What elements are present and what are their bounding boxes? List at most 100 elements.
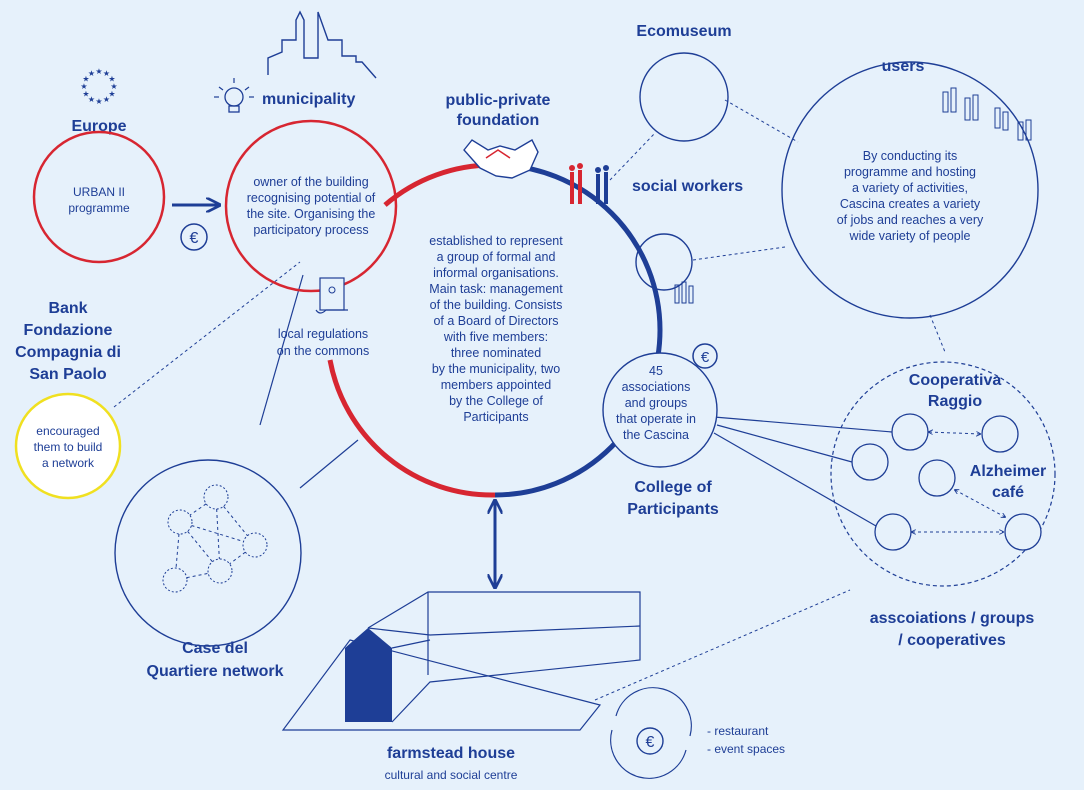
users-text-4: Cascina creates a variety [840, 197, 981, 211]
users-title: users [882, 58, 925, 75]
cooperativa-title-2: Raggio [928, 393, 982, 410]
alzheimer-title-1: Alzheimer [970, 463, 1046, 480]
foundation-description: established to represent a group of forma… [429, 234, 563, 424]
eu-star: ★ [95, 97, 102, 106]
foundation-text-line: with five members: [443, 330, 548, 344]
eu-star: ★ [88, 95, 95, 104]
municipality-text-4: participatory process [253, 223, 368, 237]
foundation-text-line: established to represent [429, 234, 563, 248]
users-text-2: programme and hosting [844, 165, 976, 179]
foundation-text-line: of a Board of Directors [433, 314, 558, 328]
town-skyline-icon [267, 10, 377, 79]
eu-star: ★ [82, 90, 89, 99]
ecomuseum-circle [639, 52, 729, 142]
people-outline-icon [674, 281, 694, 304]
individuals-circle [635, 233, 693, 291]
bank-title-4: San Paolo [29, 366, 107, 383]
users-circle [781, 61, 1039, 319]
bank-circle [14, 392, 122, 500]
foundation-text-line: a group of formal and [437, 250, 556, 264]
foundation-text-line: Main task: management [429, 282, 563, 296]
scroll-document-icon [315, 277, 348, 314]
network-nodes-icon [162, 484, 268, 593]
college-text-5: the Cascina [623, 428, 689, 442]
bank-title-1: Bank [48, 300, 87, 317]
revenue-item-1: - restaurant [707, 724, 769, 738]
eu-star: ★ [110, 82, 117, 91]
users-text-3: a variety of activities, [852, 181, 968, 195]
connector-lines [113, 99, 1005, 701]
municipality-circle [224, 119, 398, 293]
foundation-title-1: public-private [446, 92, 551, 109]
municipality-text-3: the site. Organising the [247, 207, 376, 221]
euro-coin-icon: € [180, 223, 208, 251]
associations-title-1: asscoiations / groups [870, 610, 1035, 627]
bank-title-2: Fondazione [24, 322, 113, 339]
bank-text-1: encouraged [36, 424, 99, 438]
social-workers-title: social workers [632, 178, 743, 195]
svg-text:€: € [701, 349, 710, 366]
case-network-title-2: Quartiere network [147, 663, 284, 680]
foundation-text-line: three nominated [451, 346, 541, 360]
revenue-cycle-icon: € [610, 687, 692, 779]
users-text-6: wide variety of people [849, 229, 971, 243]
college-title-2: Participants [627, 501, 719, 518]
europe-title: Europe [71, 118, 126, 135]
farmstead-building-icon [281, 591, 641, 731]
revenue-item-2: - event spaces [707, 742, 785, 756]
svg-text:€: € [646, 734, 655, 751]
svg-text:€: € [190, 230, 199, 247]
associations-title-2: / cooperatives [898, 632, 1006, 649]
college-circle [602, 352, 718, 468]
eu-star: ★ [103, 95, 110, 104]
college-text-4: that operate in [616, 412, 696, 426]
farmstead-subtitle: cultural and social centre [385, 768, 518, 782]
eu-star: ★ [103, 69, 110, 78]
college-text-2: associations [622, 380, 691, 394]
eu-star: ★ [108, 90, 115, 99]
college-text-1: 45 [649, 364, 663, 378]
foundation-text-line: by the municipality, two [432, 362, 560, 376]
ecomuseum-title: Ecomuseum [636, 23, 731, 40]
people-group-icon [569, 163, 609, 204]
foundation-text-line: Participants [463, 410, 528, 424]
eu-star: ★ [95, 67, 102, 76]
municipality-text-2: recognising potential of [247, 191, 376, 205]
municipality-text-1: owner of the building [253, 175, 368, 189]
regulations-text-1: local regulations [278, 327, 368, 341]
foundation-text-line: members appointed [441, 378, 552, 392]
eu-star: ★ [88, 69, 95, 78]
bank-text-2: them to build [34, 440, 103, 454]
crowd-icon [942, 87, 1032, 141]
cooperativa-title-1: Cooperativa [909, 372, 1002, 389]
europe-programme-line-1: URBAN II [73, 185, 125, 199]
alzheimer-title-2: café [992, 484, 1024, 501]
municipality-title: municipality [262, 91, 355, 108]
foundation-text-line: by the College of [449, 394, 543, 408]
europe-programme-line-2: programme [68, 201, 130, 215]
lightbulb-icon [214, 78, 254, 113]
foundation-text-line: of the building. Consists [430, 298, 563, 312]
eu-stars-icon: ★★★★★★★★★★★★ [80, 67, 117, 106]
eu-star: ★ [82, 75, 89, 84]
bank-title-3: Compagnia di [15, 344, 121, 361]
users-text-1: By conducting its [863, 149, 958, 163]
eu-star: ★ [80, 82, 87, 91]
europe-circle [32, 130, 166, 264]
farmstead-title: farmstead house [387, 745, 515, 762]
users-text-5: of jobs and reaches a very [837, 213, 984, 227]
case-network-circle [114, 459, 302, 647]
foundation-text-line: informal organisations. [433, 266, 559, 280]
college-title-1: College of [634, 479, 712, 496]
bank-text-3: a network [42, 456, 95, 470]
group-nodes [851, 413, 1042, 551]
associations-cluster-circle [830, 361, 1056, 587]
euro-coin-icon: € [692, 343, 718, 369]
college-text-3: and groups [625, 396, 688, 410]
eu-star: ★ [108, 75, 115, 84]
regulations-text-2: on the commons [277, 344, 369, 358]
foundation-title-2: foundation [457, 112, 540, 129]
handshake-icon [463, 139, 539, 179]
case-network-title-1: Case del [182, 640, 248, 657]
